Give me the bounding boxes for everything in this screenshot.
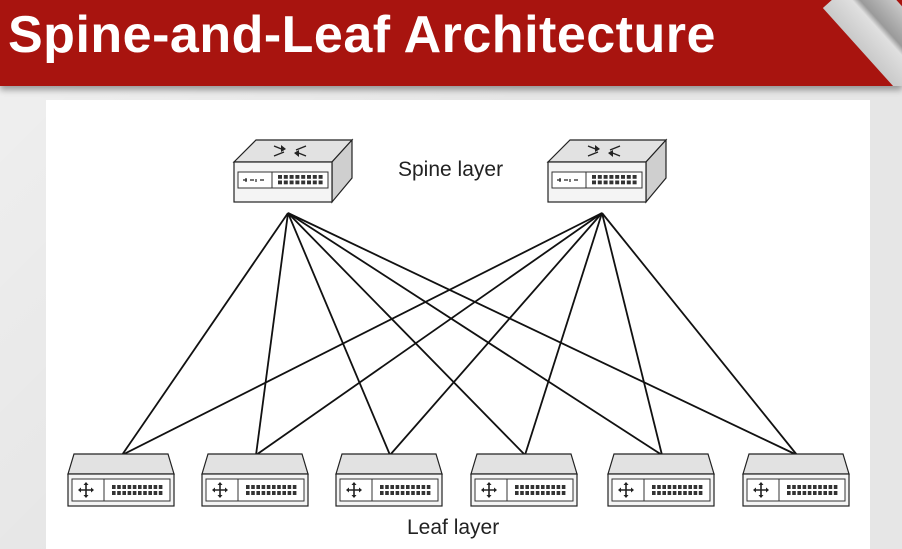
- link-spine-1-leaf-4: [287, 212, 526, 456]
- spine-switches: [232, 138, 668, 204]
- link-spine-1-leaf-3: [287, 212, 391, 456]
- spine-layer-label: Spine layer: [398, 158, 504, 181]
- leaf-4-switch-icon: [470, 453, 578, 507]
- links: [121, 212, 798, 456]
- link-spine-2-leaf-6: [601, 212, 798, 456]
- link-spine-1-leaf-2: [255, 212, 289, 456]
- link-spine-1-leaf-1: [121, 212, 289, 456]
- leaf-2-switch-icon: [201, 453, 309, 507]
- corner-decoration: [822, 0, 902, 86]
- leaf-1-switch-icon: [67, 453, 175, 507]
- leaf-5-switch-icon: [607, 453, 715, 507]
- leaf-layer-label: Leaf layer: [407, 516, 500, 539]
- diagram-panel: Spine layer Leaf layer: [46, 100, 870, 549]
- slide-title: Spine-and-Leaf Architecture: [8, 6, 716, 64]
- link-spine-2-leaf-1: [121, 212, 603, 456]
- spine-1-switch-icon: [232, 138, 354, 204]
- link-spine-1-leaf-5: [287, 212, 663, 456]
- title-bar: Spine-and-Leaf Architecture: [0, 0, 902, 86]
- link-spine-2-leaf-5: [601, 212, 663, 456]
- spine-2-switch-icon: [546, 138, 668, 204]
- link-spine-2-leaf-2: [255, 212, 603, 456]
- link-spine-2-leaf-3: [389, 212, 603, 456]
- link-spine-1-leaf-6: [287, 212, 798, 456]
- spine-leaf-diagram: [67, 138, 850, 507]
- leaf-6-switch-icon: [742, 453, 850, 507]
- leaf-switches: [67, 453, 850, 507]
- link-spine-2-leaf-4: [524, 212, 603, 456]
- leaf-3-switch-icon: [335, 453, 443, 507]
